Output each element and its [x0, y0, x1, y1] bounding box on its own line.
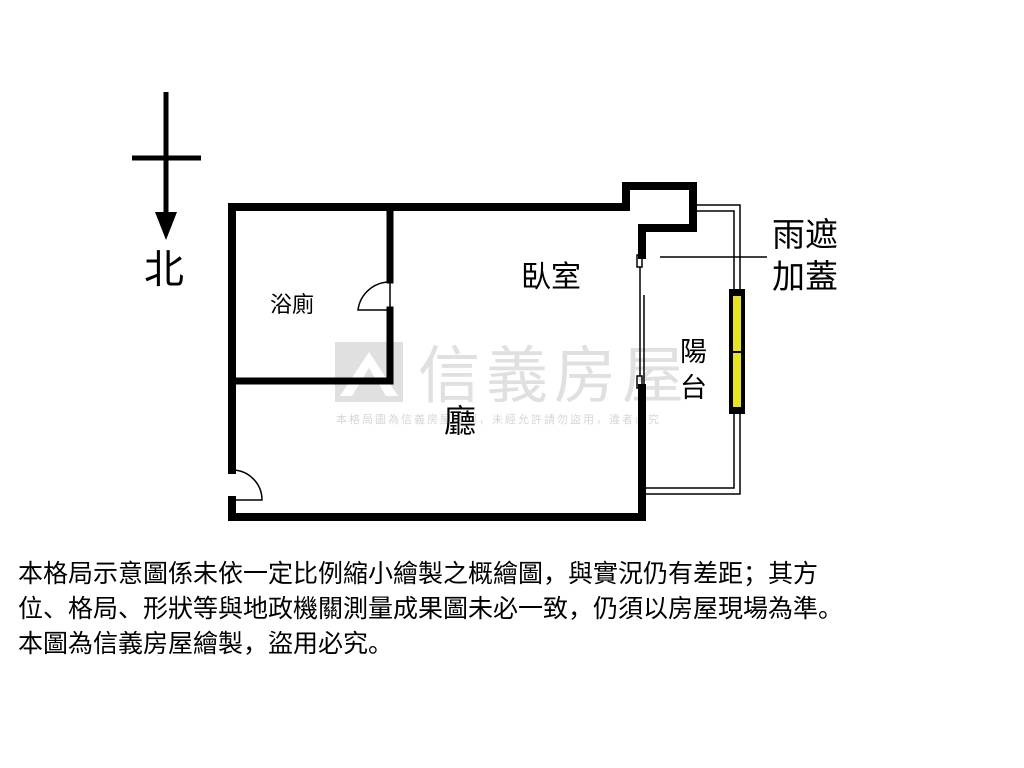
walls	[228, 182, 697, 521]
bathroom-door-icon	[357, 281, 391, 311]
balcony-door-icon	[636, 254, 645, 389]
disclaimer-line: 位、格局、形狀等與地政機關測量成果圖未必一致，仍須以房屋現場為準。	[18, 594, 844, 623]
canopy-label-line2: 加蓋	[772, 257, 838, 296]
entrance-door-icon	[231, 469, 263, 501]
canopy-bar	[729, 289, 745, 414]
room-label-balcony-line2: 台	[680, 373, 707, 404]
room-label-living-room: 廳	[444, 402, 476, 440]
disclaimer-line: 本圖為信義房屋繪製，盜用必究。	[18, 629, 394, 658]
floor-plan: 信義房屋 本格局圖為信義房屋繪製，未經允許請勿盜用，違者必究 北	[132, 92, 838, 521]
room-label-bathroom: 浴廁	[270, 293, 314, 318]
north-arrow-icon	[132, 92, 201, 240]
canopy-label-line1: 雨遮	[772, 215, 838, 254]
room-label-bedroom: 臥室	[521, 260, 581, 295]
watermark-notice: 本格局圖為信義房屋繪製，未經允許請勿盜用，違者必究	[336, 412, 661, 426]
disclaimer-line: 本格局示意圖係未依一定比例縮小繪製之概繪圖，與實況仍有差距；其方	[18, 559, 819, 588]
room-label-balcony-line1: 陽	[680, 337, 707, 368]
compass-label: 北	[144, 247, 184, 293]
disclaimer-text: 本格局示意圖係未依一定比例縮小繪製之概繪圖，與實況仍有差距；其方 位、格局、形狀…	[18, 556, 1008, 661]
